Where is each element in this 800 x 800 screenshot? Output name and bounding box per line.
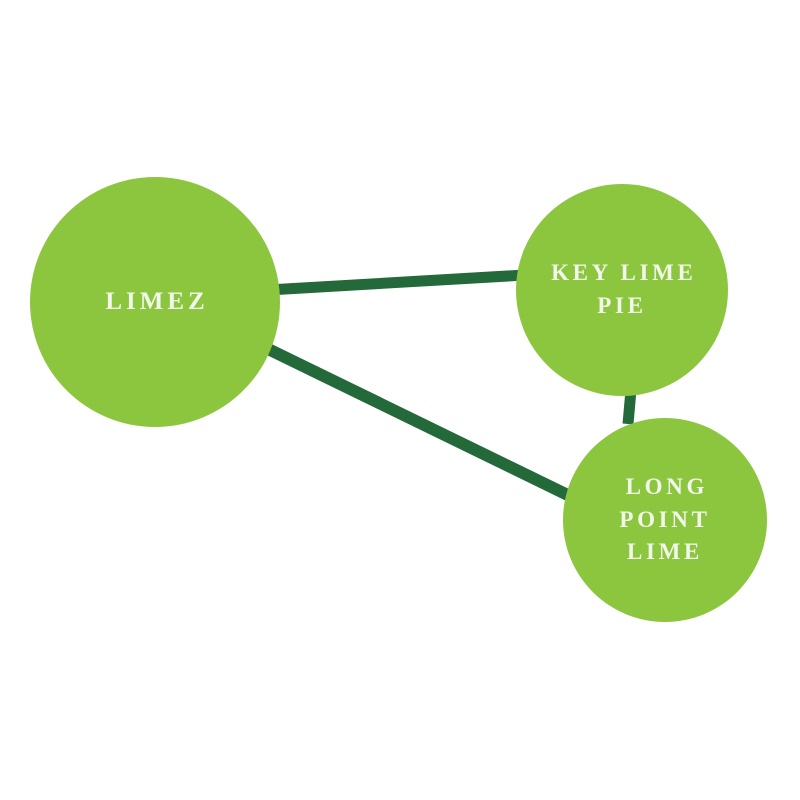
graph-edge-limez--long-point-lime[interactable] (259, 340, 581, 506)
graph-node-long-point-lime[interactable]: LONG POINT LIME (563, 418, 767, 622)
graph-node-label-limez: LIMEZ (105, 288, 209, 316)
graph-node-key-lime-pie[interactable]: KEY LIME PIE (516, 184, 728, 396)
graph-node-label-key-lime-pie: KEY LIME PIE (551, 260, 697, 318)
graph-node-limez[interactable]: LIMEZ (30, 177, 280, 427)
graph-node-label-long-point-lime: LONG POINT LIME (619, 474, 711, 565)
graph-edge-limez--key-lime-pie[interactable] (267, 269, 526, 296)
